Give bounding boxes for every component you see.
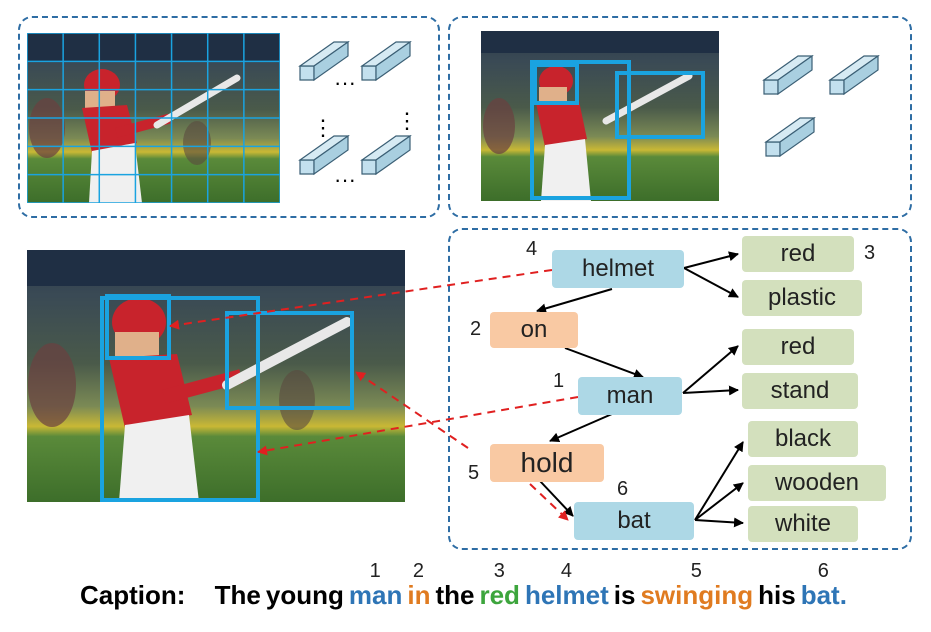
caption-word: young <box>265 580 344 610</box>
caption-order-number: 2 <box>412 560 425 582</box>
caption-word: the <box>435 580 475 610</box>
baseball-photo-detections <box>27 250 405 502</box>
attribute-node-bat-white: white <box>748 506 858 542</box>
attribute-node-helmet-red: red <box>742 236 854 272</box>
caption-order-number: 6 <box>817 560 829 582</box>
caption-order-number: 4 <box>560 560 572 582</box>
caption-label: Caption: <box>80 580 186 610</box>
caption-word: red <box>479 580 520 610</box>
caption-word: in <box>407 580 431 610</box>
attribute-node-bat-black: black <box>748 421 858 457</box>
object-node-bat: bat <box>574 502 694 540</box>
baseball-photo-regions <box>481 31 719 201</box>
order-number-hold: 5 <box>468 462 480 484</box>
object-node-man: man <box>578 377 682 415</box>
attribute-node-man-stand: stand <box>742 373 858 409</box>
caption-word: swinging <box>640 580 754 610</box>
caption-order-number: 3 <box>493 560 505 582</box>
caption-word: is <box>613 580 636 610</box>
object-node-helmet: helmet <box>552 250 684 288</box>
caption-word: helmet <box>524 580 609 610</box>
caption-word: man <box>348 580 403 610</box>
attribute-node-helmet-plastic: plastic <box>742 280 862 316</box>
caption-order-number: 5 <box>690 560 702 582</box>
region-feature-panel <box>448 16 912 218</box>
caption-word: bat. <box>800 580 847 610</box>
order-number-bat: 6 <box>617 478 629 500</box>
caption-word: The <box>214 580 261 610</box>
order-number-man: 1 <box>553 370 565 392</box>
caption-word: his <box>758 580 796 610</box>
grid-overlay <box>27 33 280 203</box>
order-number-on: 2 <box>470 318 482 340</box>
relation-node-hold: hold <box>490 444 604 482</box>
relation-node-on: on <box>490 312 578 348</box>
attribute-node-man-red: red <box>742 329 854 365</box>
attribute-node-bat-wooden: wooden <box>748 465 886 501</box>
grid-feature-panel <box>18 16 440 218</box>
order-number-red: 3 <box>864 242 876 264</box>
order-number-helmet: 4 <box>526 238 538 260</box>
caption-order-number: 1 <box>369 560 381 582</box>
baseball-photo-grid <box>27 33 280 203</box>
